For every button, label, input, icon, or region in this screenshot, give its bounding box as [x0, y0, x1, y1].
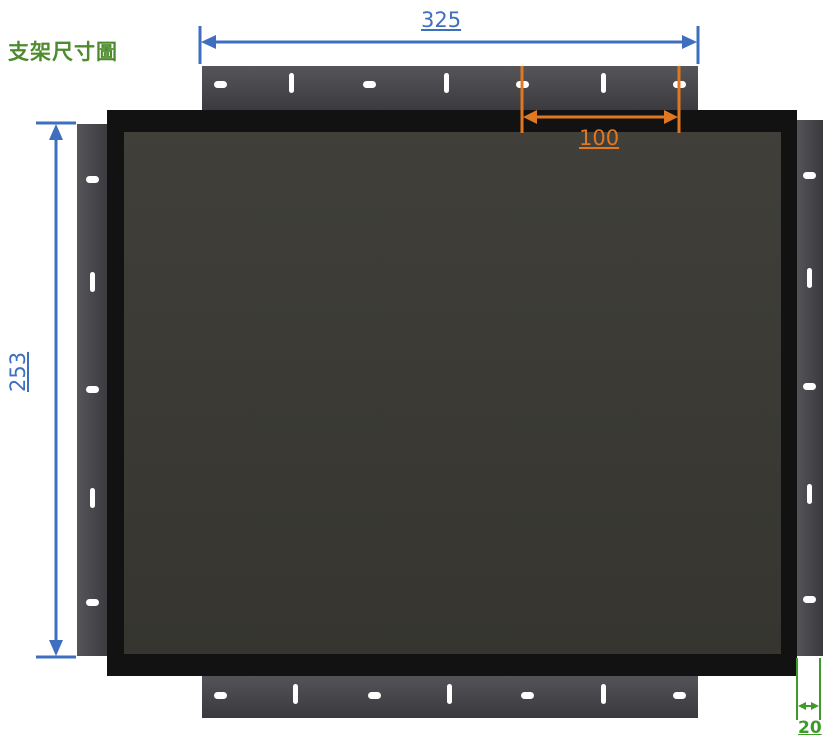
slot-hole: [521, 692, 534, 699]
slot-hole: [86, 176, 99, 183]
slot-hole: [363, 81, 376, 88]
width-dimension-label: 325: [421, 8, 462, 32]
slot-hole: [807, 268, 812, 288]
slot-hole: [601, 73, 606, 93]
slot-hole: [601, 684, 606, 704]
width-dimension: [198, 26, 700, 64]
height-dimension: [36, 121, 76, 659]
slot-hole: [214, 692, 227, 699]
right-bracket: [796, 120, 823, 656]
slot-hole: [289, 73, 294, 93]
height-dimension-label: 253: [6, 351, 30, 392]
slot-hole: [447, 684, 452, 704]
slot-hole: [368, 692, 381, 699]
slot-hole: [86, 599, 99, 606]
hole-spacing-label: 100: [579, 126, 620, 150]
margin-dimension-label: 20: [798, 718, 822, 738]
slot-hole: [86, 386, 99, 393]
slot-hole: [807, 484, 812, 504]
bottom-bracket: [202, 672, 698, 718]
slot-hole: [673, 692, 686, 699]
hole-spacing-dimension: [520, 66, 681, 133]
left-bracket: [77, 124, 109, 656]
slot-hole: [293, 684, 298, 704]
slot-hole: [803, 172, 816, 179]
monitor-screen: [124, 132, 781, 654]
slot-hole: [214, 81, 227, 88]
slot-hole: [444, 73, 449, 93]
diagram-title: 支架尺寸圖: [8, 40, 118, 64]
slot-hole: [803, 596, 816, 603]
margin-dimension: [796, 658, 821, 720]
slot-hole: [803, 383, 816, 390]
top-bracket: [202, 66, 698, 112]
slot-hole: [90, 272, 95, 292]
slot-hole: [90, 488, 95, 508]
